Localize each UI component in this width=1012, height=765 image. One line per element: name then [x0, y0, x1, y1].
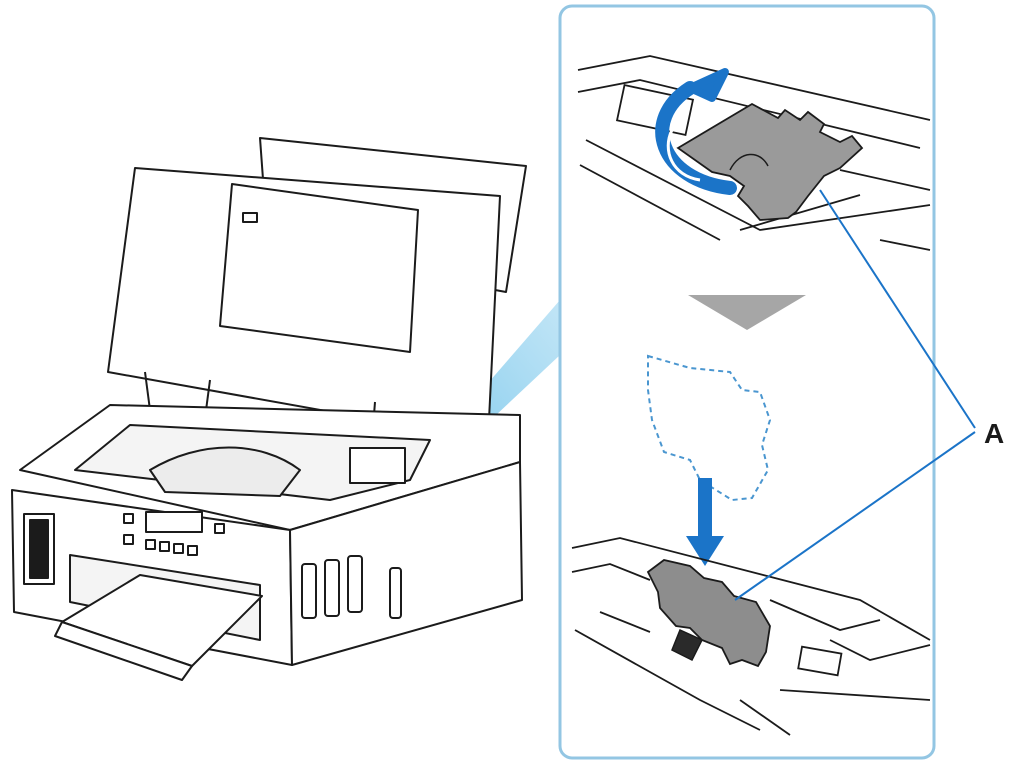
lcd-display	[146, 512, 202, 532]
callout-label-a: A	[984, 418, 1004, 450]
scanner-lid	[108, 168, 500, 440]
carriage	[350, 448, 405, 483]
printer-illustration	[12, 138, 526, 680]
